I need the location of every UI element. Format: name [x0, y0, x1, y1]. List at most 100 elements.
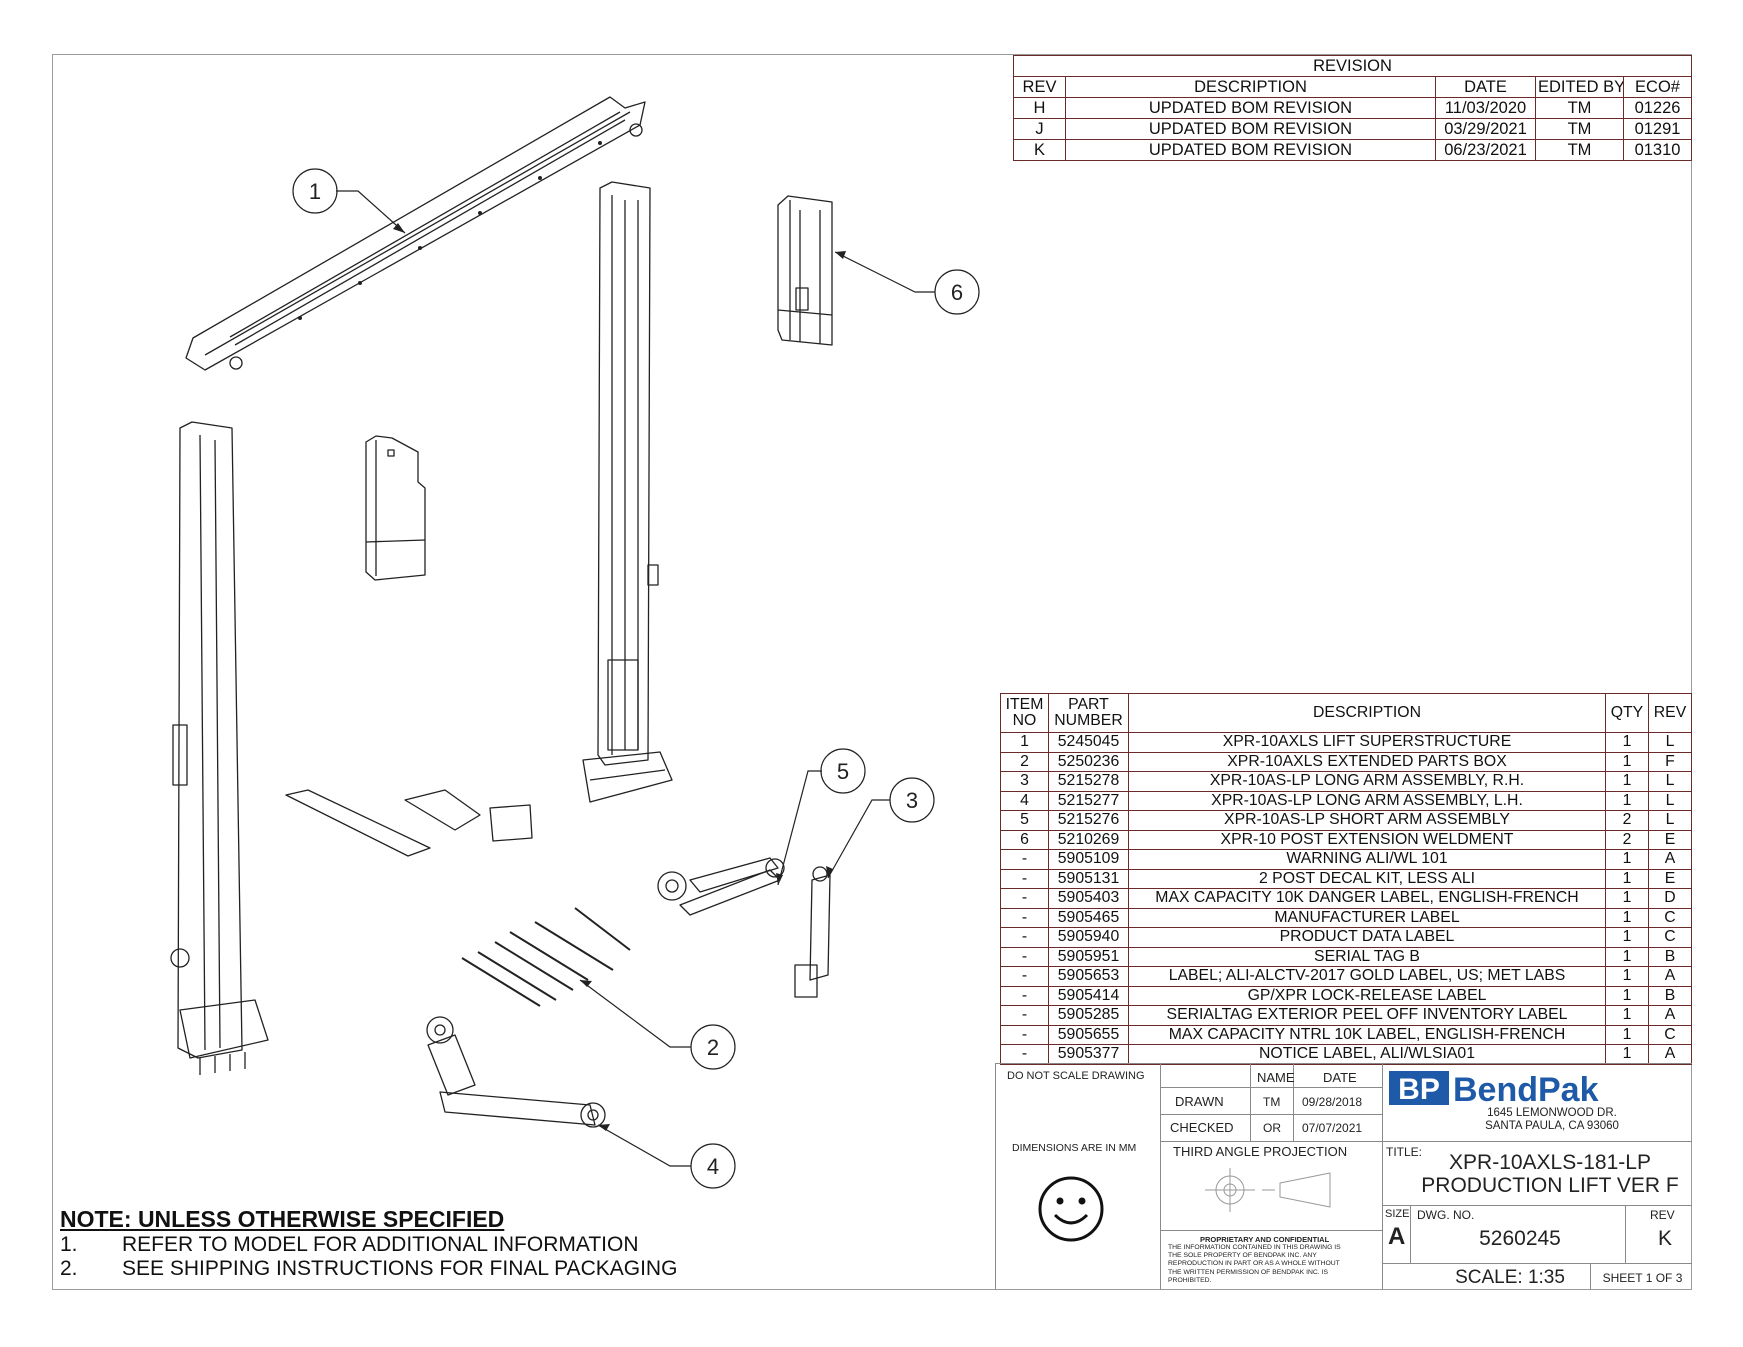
bendpak-logo: BP BendPak — [1387, 1068, 1687, 1113]
table-cell: MANUFACTURER LABEL — [1128, 907, 1606, 928]
table-cell: A — [1648, 1044, 1692, 1065]
table-cell: 1 — [1605, 771, 1649, 792]
table-cell: 5 — [1000, 810, 1049, 831]
table-cell: A — [1648, 849, 1692, 870]
table-cell: 1 — [1605, 849, 1649, 870]
right-post-part — [582, 181, 673, 803]
table-cell: 5905655 — [1048, 1024, 1129, 1045]
table-cell: 1 — [1605, 946, 1649, 967]
table-cell: 1 — [1605, 790, 1649, 811]
table-cell: 1 — [1605, 888, 1649, 909]
table-cell: 5215278 — [1048, 771, 1129, 792]
table-cell: - — [1000, 1044, 1049, 1065]
proprietary-title: PROPRIETARY AND CONFIDENTIAL — [1200, 1235, 1330, 1244]
table-cell: A — [1648, 1005, 1692, 1026]
table-cell: 2 — [1605, 829, 1649, 850]
long-arm-lh-part — [426, 1016, 606, 1128]
table-cell: XPR-10AS-LP SHORT ARM ASSEMBLY — [1128, 810, 1606, 831]
table-cell: 1 — [1605, 732, 1649, 753]
table-cell: 1 — [1605, 907, 1649, 928]
table-cell: 5905940 — [1048, 927, 1129, 948]
checked-date: 07/07/2021 — [1302, 1121, 1363, 1135]
table-cell: 01291 — [1622, 118, 1693, 140]
svg-text:BendPak: BendPak — [1453, 1071, 1599, 1108]
table-cell: K — [1013, 139, 1066, 161]
table-cell: WARNING ALI/WL 101 — [1128, 849, 1606, 870]
decal-sheets-part — [285, 789, 533, 857]
table-cell: L — [1648, 732, 1692, 753]
table-cell: 1 — [1000, 732, 1049, 753]
drawn-name: TM — [1263, 1095, 1281, 1109]
size-label: SIZE — [1385, 1208, 1410, 1220]
company-address-line-2: SANTA PAULA, CA 93060 — [1485, 1120, 1619, 1132]
table-cell: MAX CAPACITY NTRL 10K LABEL, ENGLISH-FRE… — [1128, 1024, 1606, 1045]
table-cell: J — [1013, 118, 1066, 140]
table-cell: C — [1648, 1024, 1692, 1045]
dwg-number-label: DWG. NO. — [1417, 1208, 1475, 1222]
bill-of-materials-table: ITEM NO PART NUMBER DESCRIPTION QTY REV … — [1000, 693, 1692, 1065]
table-cell: XPR-10 POST EXTENSION WELDMENT — [1128, 829, 1606, 850]
balloon-3: 3 — [906, 788, 918, 813]
table-cell: B — [1648, 946, 1692, 967]
table-cell: XPR-10AXLS EXTENDED PARTS BOX — [1128, 751, 1606, 772]
balloon-6: 6 — [951, 280, 963, 305]
table-cell: TM — [1535, 118, 1624, 140]
table-cell: - — [1000, 888, 1049, 909]
title-label: TITLE: — [1386, 1145, 1423, 1159]
table-cell: 1 — [1605, 1044, 1649, 1065]
table-cell: SERIALTAG EXTERIOR PEEL OFF INVENTORY LA… — [1128, 1005, 1606, 1026]
left-post-part — [170, 421, 269, 1075]
table-cell: E — [1648, 829, 1692, 850]
sheet-number: SHEET 1 OF 3 — [1602, 1271, 1683, 1285]
table-cell: UPDATED BOM REVISION — [1065, 97, 1436, 119]
checked-name: OR — [1263, 1121, 1281, 1135]
post-extension-part — [777, 195, 833, 346]
table-cell: F — [1648, 751, 1692, 772]
table-cell: 4 — [1000, 790, 1049, 811]
table-cell: 5905131 — [1048, 868, 1129, 889]
table-cell: PRODUCT DATA LABEL — [1128, 927, 1606, 948]
table-cell: D — [1648, 888, 1692, 909]
rev-label: REV — [1650, 1208, 1675, 1222]
table-cell: - — [1000, 849, 1049, 870]
table-cell: C — [1648, 907, 1692, 928]
company-address-line-1: 1645 LEMONWOOD DR. — [1487, 1107, 1617, 1119]
table-cell: 6 — [1000, 829, 1049, 850]
drawing-title-line-2: PRODUCTION LIFT VER F — [1421, 1174, 1679, 1197]
checked-label: CHECKED — [1170, 1120, 1234, 1135]
table-cell: 3 — [1000, 771, 1049, 792]
table-cell: SERIAL TAG B — [1128, 946, 1606, 967]
table-cell: C — [1648, 927, 1692, 948]
drawn-label: DRAWN — [1175, 1094, 1224, 1109]
table-cell: 2 — [1605, 810, 1649, 831]
parts-box-part — [365, 435, 426, 581]
table-cell: 01226 — [1622, 97, 1693, 119]
table-cell: 5905414 — [1048, 985, 1129, 1006]
table-cell: - — [1000, 1005, 1049, 1026]
title-block: DO NOT SCALE DRAWING NAME DATE DRAWN TM … — [995, 1063, 1692, 1290]
revision-table: REVISION REV DESCRIPTION DATE EDITED BY … — [1012, 55, 1693, 161]
table-cell: XPR-10AS-LP LONG ARM ASSEMBLY, R.H. — [1128, 771, 1606, 792]
table-cell: 5905951 — [1048, 946, 1129, 967]
date-column-header: DATE — [1323, 1070, 1357, 1085]
note-item: 2.SEE SHIPPING INSTRUCTIONS FOR FINAL PA… — [60, 1257, 678, 1280]
table-cell: 03/29/2021 — [1435, 118, 1536, 140]
table-cell: 5210269 — [1048, 829, 1129, 850]
table-cell: LABEL; ALI-ALCTV-2017 GOLD LABEL, US; ME… — [1128, 966, 1606, 987]
table-cell: 5215276 — [1048, 810, 1129, 831]
table-cell: 5250236 — [1048, 751, 1129, 772]
note-item: 1.REFER TO MODEL FOR ADDITIONAL INFORMAT… — [60, 1233, 639, 1256]
overhead-beam-part — [185, 96, 646, 371]
